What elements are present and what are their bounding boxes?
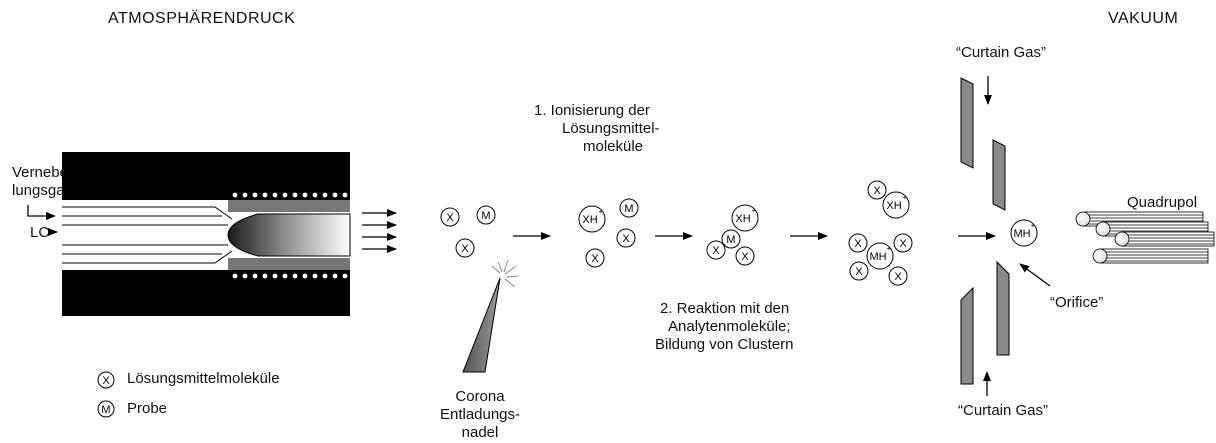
lc-label: LC bbox=[30, 224, 50, 241]
svg-text:M: M bbox=[726, 234, 735, 246]
corona-label-line1: Corona bbox=[455, 388, 505, 405]
molecules-group-ionized: XH + M X X bbox=[578, 198, 639, 268]
svg-text:X: X bbox=[461, 243, 469, 255]
svg-text:XH: XH bbox=[735, 213, 750, 225]
svg-text:X: X bbox=[855, 266, 863, 278]
molecules-group-reaction: XH + X X M bbox=[706, 204, 759, 266]
svg-text:X: X bbox=[446, 212, 454, 224]
step1-label-line1: 1. Ionisierung der bbox=[534, 102, 650, 119]
svg-text:XH: XH bbox=[582, 214, 597, 226]
curtain-gas-bottom-label: “Curtain Gas” bbox=[958, 402, 1049, 419]
nebulizer-probe bbox=[62, 152, 351, 316]
molecule-mh-ion: MH + bbox=[1010, 219, 1038, 247]
svg-text:X: X bbox=[622, 233, 630, 245]
svg-text:X: X bbox=[591, 253, 599, 265]
legend-symbols: X M bbox=[97, 371, 115, 418]
nebulizer-gas-label-line1: Vernebe- bbox=[12, 164, 73, 181]
quadrupol-label: Quadrupol bbox=[1127, 194, 1198, 211]
step2-label-line2: Analytenmoleküle; bbox=[668, 318, 791, 335]
header-vacuum: VAKUUM bbox=[1108, 10, 1179, 27]
curtain-gas-top-label: “Curtain Gas” bbox=[956, 44, 1047, 61]
quadrupole-rods bbox=[1075, 211, 1215, 264]
curtain-gas-arrows bbox=[983, 76, 1051, 396]
svg-text:X: X bbox=[894, 271, 902, 283]
corona-needle bbox=[462, 259, 519, 373]
svg-text:M: M bbox=[624, 203, 633, 215]
svg-text:MH: MH bbox=[1013, 228, 1030, 240]
corona-label-line3: nadel bbox=[461, 424, 499, 441]
svg-text:+: + bbox=[903, 193, 908, 202]
step1-label-line2: Lösungsmittel- bbox=[562, 120, 660, 137]
svg-text:MH: MH bbox=[869, 251, 886, 263]
header-atmospheric-pressure: ATMOSPHÄRENDRUCK bbox=[108, 10, 296, 27]
svg-text:+: + bbox=[599, 207, 604, 216]
molecules-group-initial: X M X bbox=[440, 205, 496, 258]
svg-text:X: X bbox=[873, 185, 881, 197]
step2-label-line3: Bildung von Clustern bbox=[655, 336, 794, 353]
svg-text:X: X bbox=[712, 245, 720, 257]
svg-text:X: X bbox=[854, 238, 862, 250]
svg-text:M: M bbox=[481, 210, 490, 222]
svg-text:X: X bbox=[741, 251, 749, 263]
spray-out-arrows bbox=[362, 209, 397, 253]
molecules-group-cluster: X XH + X X MH + X X bbox=[848, 180, 913, 286]
legend-probe-symbol: M bbox=[101, 404, 110, 416]
svg-text:+: + bbox=[1031, 221, 1036, 230]
svg-text:+: + bbox=[752, 206, 757, 215]
curtain-plates bbox=[960, 77, 1010, 385]
corona-label-line2: Entladungs- bbox=[439, 406, 521, 423]
legend-probe-label: Probe bbox=[127, 400, 168, 417]
legend-solvent-symbol: X bbox=[102, 375, 110, 387]
step1-label-line3: moleküle bbox=[583, 138, 644, 155]
svg-text:XH: XH bbox=[886, 200, 901, 212]
nebulizer-gas-label-line2: lungsgas bbox=[12, 182, 73, 199]
legend-solvent-label: Lösungsmittelmoleküle bbox=[127, 370, 280, 387]
orifice-label: “Orifice” bbox=[1050, 294, 1104, 311]
inlet-arrows bbox=[27, 205, 58, 236]
step2-label-line1: 2. Reaktion mit den bbox=[660, 300, 790, 317]
svg-text:X: X bbox=[899, 238, 907, 250]
svg-text:+: + bbox=[887, 244, 892, 253]
